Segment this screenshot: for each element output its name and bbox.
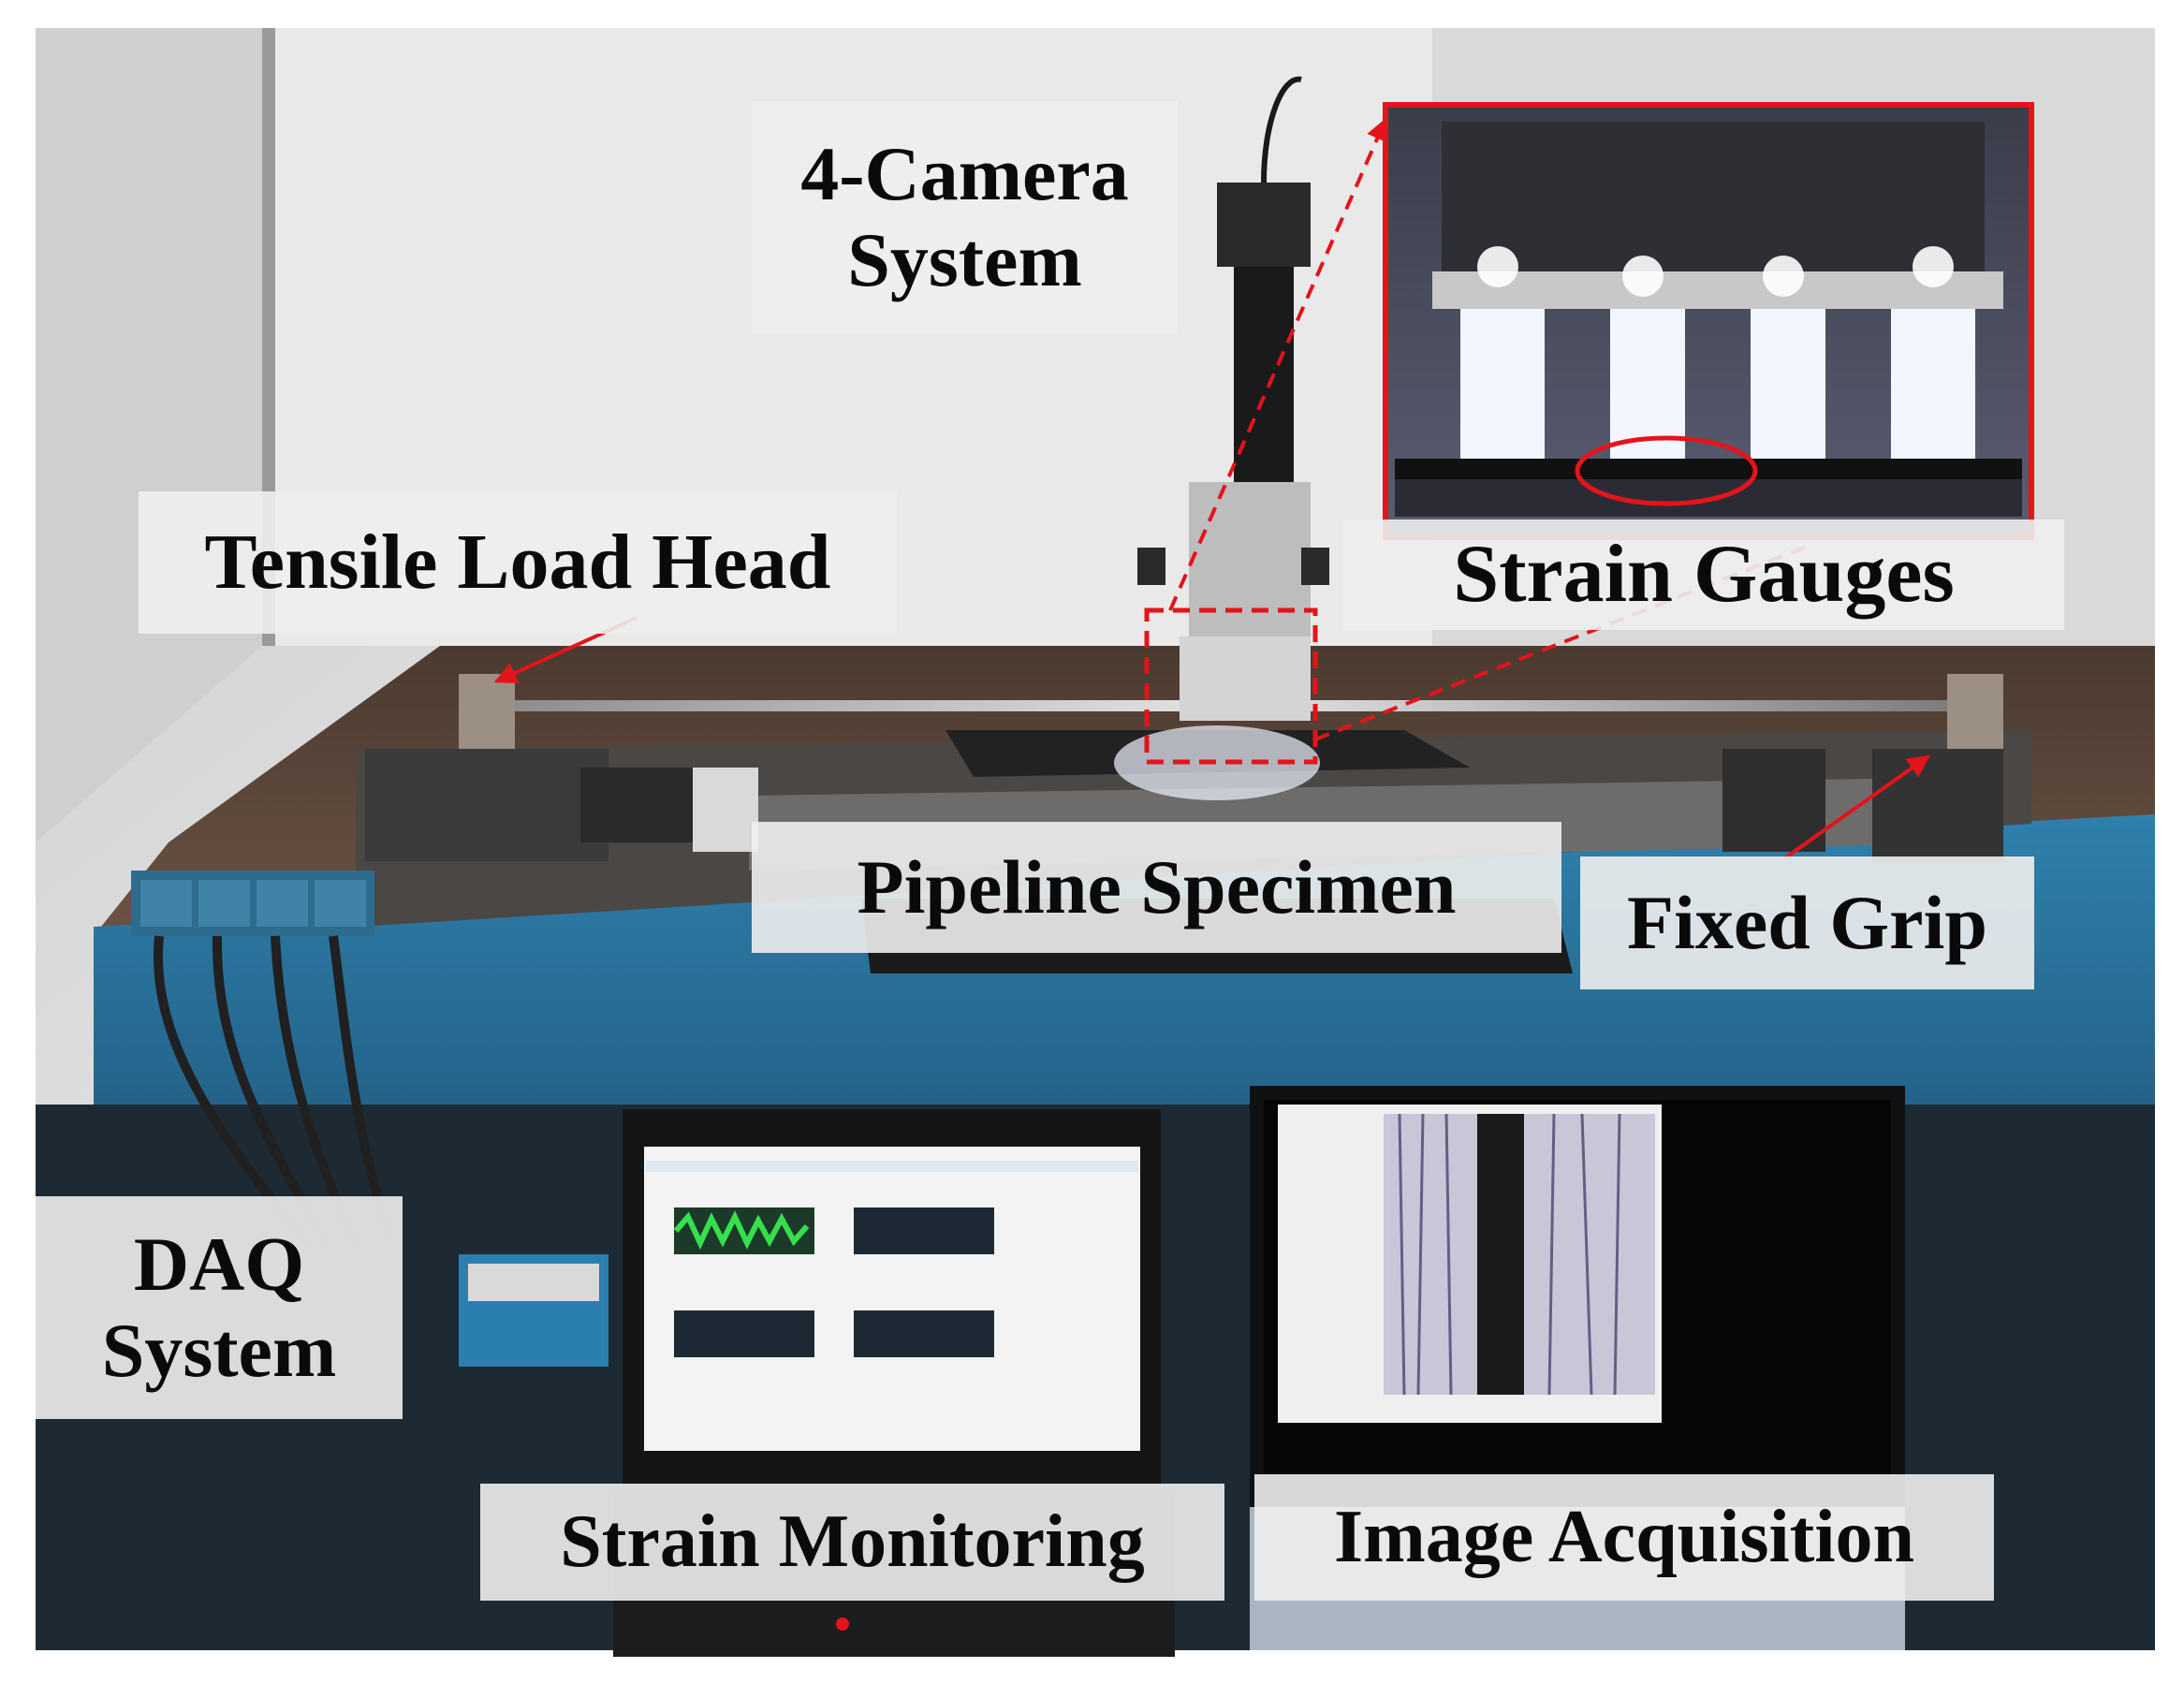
camera-region-marker (1144, 607, 1318, 765)
label-bg-camera (752, 101, 1178, 333)
label-bg-strain-monitoring (480, 1484, 1224, 1601)
label-bg-fixed-grip (1580, 856, 2034, 989)
label-bg-tensile (139, 491, 897, 634)
label-bg-strain-gauges (1343, 520, 2064, 630)
camera-label-line2: System (847, 217, 1082, 302)
image-acquisition-label: Image Acquisition (1333, 1495, 1915, 1578)
label-bg-pipeline (752, 822, 1561, 953)
strain-gauges-label: Strain Gauges (1453, 528, 1955, 620)
label-bg-image-acquisition (1254, 1474, 1994, 1601)
strain-gauge-marker (1575, 435, 1758, 506)
daq-system-label: DAQ System (36, 1196, 403, 1419)
daq-label-line2: System (101, 1308, 337, 1393)
strain-monitoring-label: Strain Monitoring (560, 1500, 1145, 1583)
camera-body (1217, 183, 1311, 267)
fixed-grip-arrow (1781, 754, 1930, 861)
camera-housing (1189, 482, 1311, 641)
pipeline-specimen-label: Pipeline Specimen (857, 844, 1457, 930)
camera-system-label: 4-Camera System (752, 103, 1178, 331)
camera-label-line1: 4-Camera (800, 131, 1129, 217)
label-bg-daq (36, 1196, 403, 1419)
fixed-grip-label: Fixed Grip (1627, 880, 1987, 966)
tensile-load-head-label: Tensile Load Head (204, 518, 831, 606)
daq-label-line1: DAQ (133, 1222, 305, 1308)
